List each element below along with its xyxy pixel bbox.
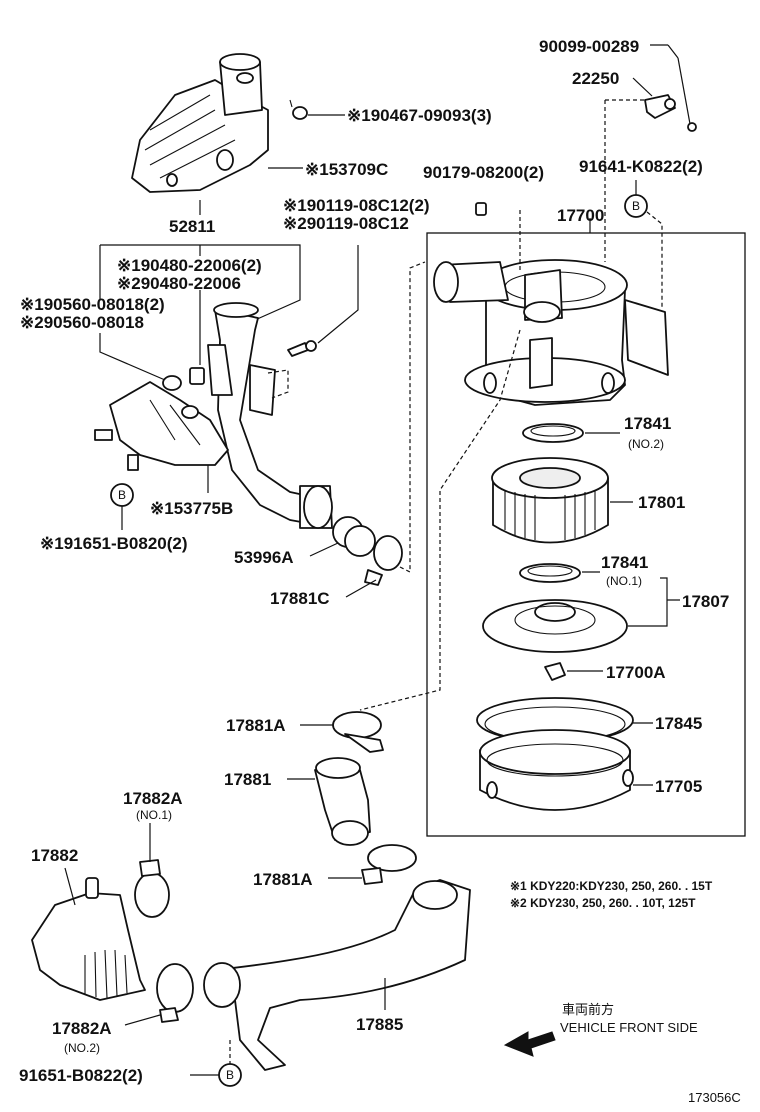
label-90480-22006-1: ※190480-22006(2) <box>117 256 262 275</box>
label-17881c: 17881C <box>270 589 330 608</box>
direction-label-jp: 車両前方 <box>562 1002 614 1017</box>
label-90467-09093: ※190467-09093(3) <box>347 106 492 125</box>
note-1: ※1 KDY220:KDY230, 250, 260. . 15T <box>510 879 713 893</box>
svg-text:B: B <box>632 199 640 213</box>
label-91651-b0820: ※191651-B0820(2) <box>40 534 188 553</box>
note-2: ※2 KDY230, 250, 260. . 10T, 125T <box>510 896 696 910</box>
label-22250: 22250 <box>572 69 619 88</box>
label-17807: 17807 <box>682 592 729 611</box>
label-52811: 52811 <box>169 217 215 236</box>
label-90119-08c12-2: ※290119-08C12 <box>283 214 409 233</box>
air-intake-snorkel <box>131 53 269 193</box>
air-cleaner-upper-case <box>433 259 669 406</box>
label-90099-00289: 90099-00289 <box>539 37 639 56</box>
label-17882a-no2: 17882A <box>52 1019 112 1038</box>
hose-53996a <box>332 516 376 557</box>
vehicle-front-arrow-icon <box>503 1031 556 1057</box>
clamp-17881c <box>364 535 403 586</box>
clamp-17881a-upper <box>332 711 384 753</box>
label-17882a-no1-sub: (NO.1) <box>136 808 172 822</box>
clip-90467 <box>289 99 308 120</box>
clamp-17881a-lower <box>361 844 417 885</box>
label-17881: 17881 <box>224 770 271 789</box>
clamp-17882a-no2 <box>156 963 194 1023</box>
intake-hose-17885 <box>203 879 471 1071</box>
b-marker-bottom: B <box>218 1063 242 1087</box>
elbow-duct <box>207 302 333 529</box>
diagram-id: 173056C <box>688 1090 741 1105</box>
clip-17700a <box>544 662 566 681</box>
label-17705: 17705 <box>655 777 702 796</box>
label-17881a-lower: 17881A <box>253 870 313 889</box>
air-cleaner-assembly-frame <box>426 232 746 837</box>
gasket-17841-no1 <box>519 563 581 583</box>
gasket-17841-no2 <box>522 423 584 443</box>
label-17841-no1: 17841 <box>601 553 648 572</box>
label-53996a: 53996A <box>234 548 294 567</box>
label-53709c: ※153709C <box>305 160 388 179</box>
label-90119-08c12-1: ※190119-08C12(2) <box>283 196 430 215</box>
label-17841-no1-sub: (NO.1) <box>606 574 642 588</box>
direction-label-en: VEHICLE FRONT SIDE <box>560 1020 698 1035</box>
bracket-53775b <box>94 381 229 471</box>
cover-17807 <box>482 599 628 653</box>
hose-17882 <box>31 877 146 1001</box>
label-90179-08200: 90179-08200(2) <box>423 163 544 182</box>
bolt-90119 <box>287 340 317 357</box>
label-17841-no2-sub: (NO.2) <box>628 437 664 451</box>
label-90480-22006-2: ※290480-22006 <box>117 274 241 293</box>
sensor-22250 <box>644 94 676 119</box>
clamp-17882a-no1 <box>134 859 170 918</box>
b-marker-right: B <box>624 194 648 218</box>
nut-90560 <box>162 375 182 391</box>
label-17700: 17700 <box>557 206 604 225</box>
bolt-90179 <box>475 202 487 216</box>
label-91641-k0822: 91641-K0822(2) <box>579 157 703 176</box>
label-17700a: 17700A <box>606 663 666 682</box>
b-marker-left: B <box>110 483 134 507</box>
label-91651-b0822: 91651-B0822(2) <box>19 1066 143 1085</box>
label-17885: 17885 <box>356 1015 403 1034</box>
label-17882a-no2-sub: (NO.2) <box>64 1041 100 1055</box>
svg-text:B: B <box>118 488 126 502</box>
screw-90099 <box>677 57 697 132</box>
svg-text:B: B <box>226 1068 234 1082</box>
label-17841-no2: 17841 <box>624 414 671 433</box>
label-17882: 17882 <box>31 846 78 865</box>
label-17882a-no1: 17882A <box>123 789 183 808</box>
label-17801: 17801 <box>638 493 685 512</box>
label-17881a-upper: 17881A <box>226 716 286 735</box>
grommet-90480 <box>189 367 205 385</box>
label-90560-08018-1: ※190560-08018(2) <box>20 295 165 314</box>
hose-17881 <box>314 757 371 846</box>
label-90560-08018-2: ※290560-08018 <box>20 313 144 332</box>
filter-element-17801 <box>491 457 609 544</box>
case-17705 <box>479 729 634 811</box>
label-53775b: ※153775B <box>150 499 233 518</box>
label-17845: 17845 <box>655 714 702 733</box>
